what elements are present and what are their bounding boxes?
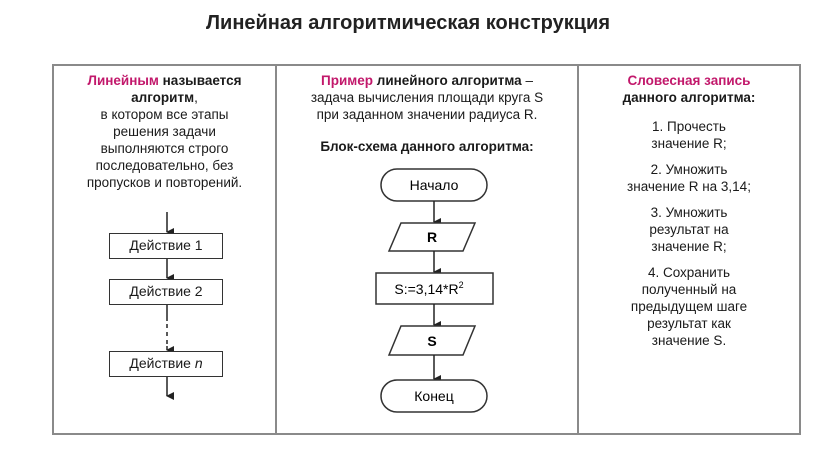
start-label: Начало	[410, 177, 459, 193]
task-line: при заданном значении радиуса R.	[316, 107, 538, 122]
step-line: полученный на	[641, 282, 737, 297]
end-label: Конец	[414, 388, 453, 404]
verbal-heading-1: Словесная запись	[627, 73, 751, 88]
output-parallelogram	[387, 325, 477, 356]
generic-flow-arrows	[166, 212, 174, 400]
verbal-description-column: Словесная запись данного алгоритма: 1. П…	[579, 66, 799, 433]
verbal-heading-2: данного алгоритма:	[622, 90, 756, 105]
process-box	[375, 272, 494, 305]
definition-line: в котором все этапы	[100, 107, 229, 122]
verbal-heading: Словесная запись данного алгоритма:	[579, 72, 799, 106]
step-1: 1. Прочесть значение R;	[587, 118, 791, 152]
action-n-variable: n	[194, 355, 203, 371]
definition-line: выполняются строго	[100, 141, 229, 156]
definition-text: Линейным называется алгоритм, в котором …	[54, 72, 275, 191]
end-terminal	[380, 379, 488, 413]
input-parallelogram	[387, 222, 477, 252]
step-line: 1. Прочесть	[652, 119, 726, 134]
example-heading: линейного алгоритма	[373, 73, 522, 88]
step-line: результат на	[649, 222, 729, 237]
process-label: S:=3,14*R2	[394, 280, 463, 297]
step-3: 3. Умножить результат на значение R;	[587, 204, 791, 255]
flowchart: Начало R S:=3,14*R2 S Конец	[375, 168, 494, 413]
action-2-box: Действие 2	[109, 279, 223, 305]
definition-term: Линейным	[87, 73, 159, 88]
step-line: значение R на 3,14;	[627, 179, 751, 194]
input-label: R	[427, 229, 437, 245]
step-line: значение R;	[651, 239, 727, 254]
definition-comma: ,	[194, 90, 198, 105]
example-dash: –	[521, 73, 533, 88]
definition-column: Линейным называется алгоритм, в котором …	[54, 66, 277, 433]
step-line: 3. Умножить	[650, 205, 728, 220]
step-2: 2. Умножить значение R на 3,14;	[587, 161, 791, 195]
step-line: 4. Сохранить	[647, 265, 731, 280]
task-line: задача вычисления площади круга S	[310, 90, 544, 105]
step-line: значение R;	[651, 136, 727, 151]
flowchart-title: Блок-схема данного алгоритма:	[320, 139, 534, 154]
output-label: S	[427, 333, 436, 349]
example-term: Пример	[321, 73, 374, 88]
step-4: 4. Сохранить полученный на предыдущем ша…	[587, 264, 791, 349]
action-2-label: Действие 2	[129, 283, 203, 299]
definition-line: последовательно, без	[95, 158, 234, 173]
content-table: Линейным называется алгоритм, в котором …	[52, 64, 801, 435]
step-line: предыдущем шаге	[630, 299, 748, 314]
step-line: значение S.	[651, 333, 727, 348]
definition-algorithm: алгоритм	[131, 90, 195, 105]
action-1-label: Действие 1	[129, 237, 203, 253]
example-column: Пример линейного алгоритма – задача вычи…	[277, 66, 579, 433]
action-n-box: Действие n	[109, 351, 223, 377]
action-n-label: Действие	[129, 355, 195, 371]
step-line: результат как	[647, 316, 731, 331]
definition-line: решения задачи	[113, 124, 216, 139]
page-title: Линейная алгоритмическая конструкция	[205, 12, 611, 34]
definition-line: пропусков и повторений.	[86, 175, 243, 190]
action-1-box: Действие 1	[109, 233, 223, 259]
steps-list: 1. Прочесть значение R; 2. Умножить знач…	[587, 118, 791, 358]
example-text: Пример линейного алгоритма – задача вычи…	[277, 72, 577, 123]
step-line: 2. Умножить	[650, 162, 728, 177]
definition-verb: называется	[158, 73, 242, 88]
